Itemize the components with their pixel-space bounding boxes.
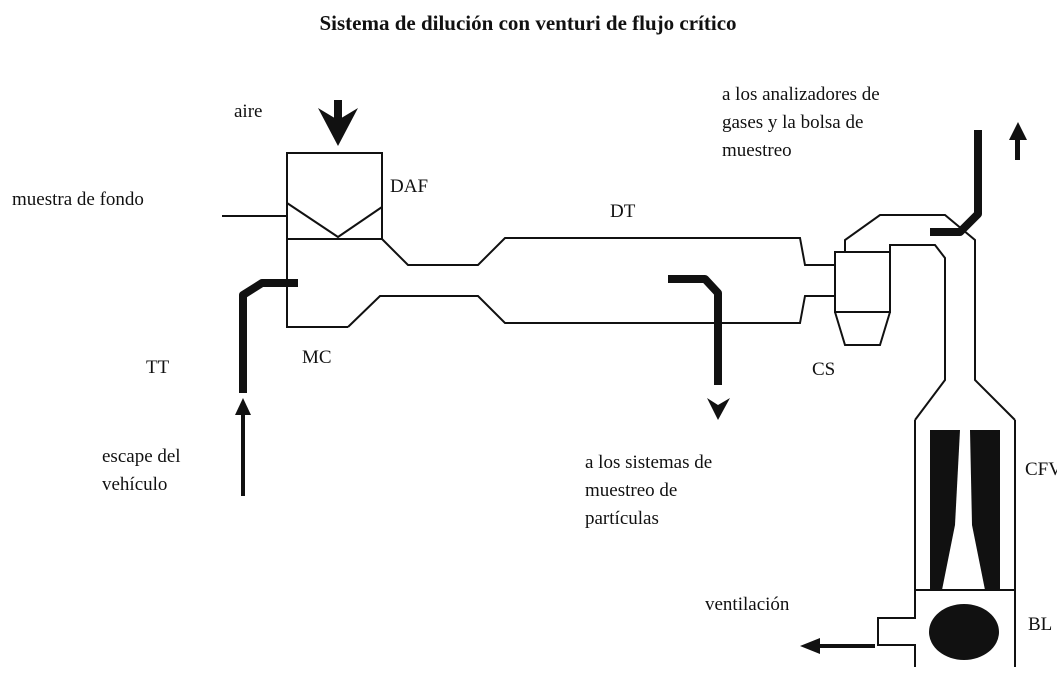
exhaust-inlet-arrow-icon: [235, 398, 251, 415]
dilution-air-filter-daf: [286, 152, 383, 240]
label-aire: aire: [234, 101, 262, 122]
duct-outer-wall: [844, 214, 1016, 421]
particle-outlet-arrow-icon: [707, 398, 730, 420]
ventilation-arrow-shaft: [820, 644, 875, 648]
air-inlet-arrow-icon: [318, 108, 358, 146]
gas-sampling-probe: [930, 130, 982, 236]
diagram-title: Sistema de dilución con venturi de flujo…: [319, 11, 736, 35]
label-analyzers-line2: gases y la bolsa de: [722, 112, 863, 133]
label-cfv: CFV: [1025, 459, 1057, 480]
air-arrow-shaft: [334, 100, 342, 120]
blower-fan-icon: [929, 604, 999, 660]
mixing-chamber-mc: [286, 239, 348, 328]
gas-arrow-shaft: [1015, 138, 1020, 160]
label-tt: TT: [146, 357, 170, 378]
label-daf: DAF: [390, 176, 428, 197]
transfer-tube-tt: [239, 279, 298, 393]
exhaust-arrow-shaft: [241, 408, 245, 496]
label-exhaust-line2: vehículo: [102, 474, 167, 495]
label-particles-line2: muestreo de: [585, 480, 677, 501]
label-particles-line3: partículas: [585, 508, 659, 529]
label-mc: MC: [302, 347, 332, 368]
daf-filter-element: [286, 202, 383, 239]
label-exhaust-line1: escape del: [102, 446, 181, 467]
label-cs: CS: [812, 359, 835, 380]
cfv-venturi-right: [970, 430, 1000, 590]
ventilation-arrow-icon: [800, 638, 820, 654]
label-analyzers-line3: muestreo: [722, 140, 792, 161]
cyclone-cone: [834, 311, 891, 346]
blower-housing-top: [915, 589, 1016, 667]
label-particles-line1: a los sistemas de: [585, 452, 712, 473]
label-dt: DT: [610, 201, 636, 222]
cfv-venturi-left: [930, 430, 960, 590]
label-background-sample: muestra de fondo: [12, 189, 144, 210]
label-bl: BL: [1028, 614, 1052, 635]
cyclone-separator-cs: [834, 251, 891, 313]
dilution-tunnel-lower-wall: [347, 295, 835, 328]
dilution-tunnel-upper-wall: [381, 237, 835, 266]
gas-outlet-arrow-icon: [1009, 122, 1027, 140]
particle-sampling-probe: [668, 275, 722, 385]
label-analyzers-line1: a los analizadores de: [722, 84, 880, 105]
label-ventilation: ventilación: [705, 594, 790, 615]
duct-inner-wall: [889, 244, 946, 421]
blower-housing-outlet: [877, 590, 916, 667]
